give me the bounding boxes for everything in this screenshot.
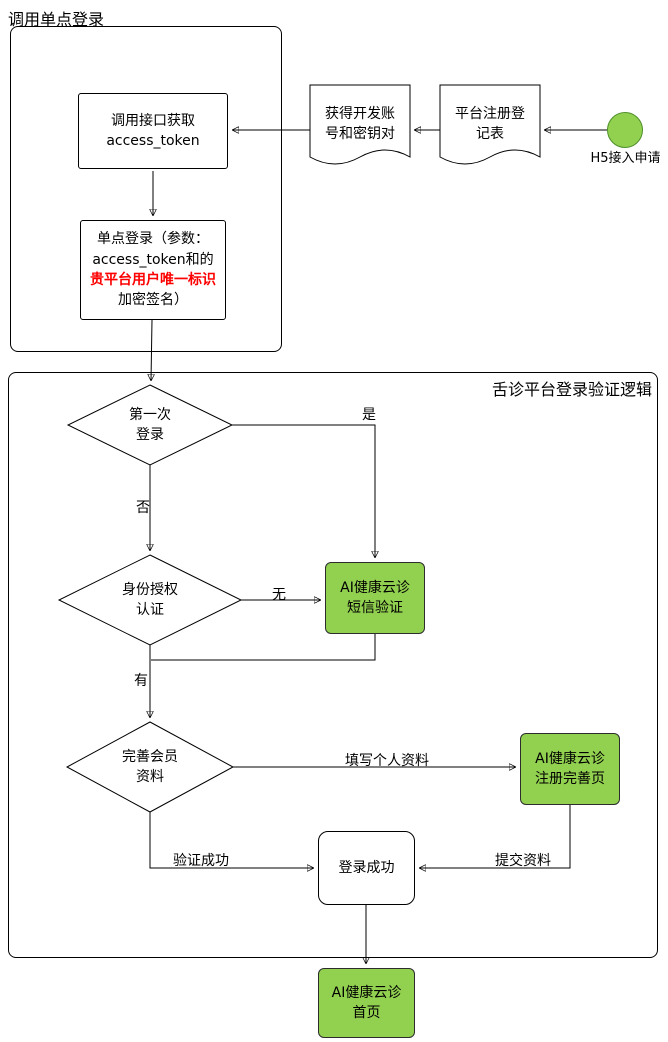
edge-firstlogin-yes <box>232 424 375 558</box>
auth-check-label: 身份授权 认证 <box>122 581 178 618</box>
edge-label-fill-profile: 填写个人资料 <box>345 753 429 769</box>
group-platform-container <box>8 372 658 958</box>
edge-label-none: 无 <box>272 587 286 603</box>
edge-label-yes: 是 <box>362 407 376 423</box>
edge-label-verify-success: 验证成功 <box>173 853 229 869</box>
edge-register-submit <box>419 805 571 868</box>
edge-profile-verified <box>149 812 314 868</box>
sso-login-text-highlight: 贵平台用户唯一标识 <box>90 272 216 288</box>
sso-login-text: 单点登录（参数：access_token和的贵平台用户唯一标识加密签名） <box>81 225 225 314</box>
sms-verify-box: AI健康云诊 短信验证 <box>325 562 425 634</box>
h5-start-label: H5接入申请 <box>590 150 661 166</box>
first-login-label: 第一次 登录 <box>129 406 171 443</box>
group-sso-container <box>10 26 282 352</box>
sso-login-text-part2: 加密签名） <box>118 292 188 309</box>
edge-label-have: 有 <box>134 673 148 689</box>
edge-sso-to-firstlogin <box>151 319 152 381</box>
register-page-box: AI健康云诊 注册完善页 <box>520 733 620 805</box>
complete-profile-label: 完善会员 资料 <box>122 748 178 785</box>
edge-label-no: 否 <box>136 500 150 516</box>
h5-start-circle <box>607 112 643 148</box>
group-sso-title: 调用单点登录 <box>8 10 105 29</box>
login-success-box: 登录成功 <box>318 831 415 905</box>
edge-label-submit-profile: 提交资料 <box>495 853 551 869</box>
edge-sms-join <box>151 634 376 661</box>
sso-login-box: 单点登录（参数：access_token和的贵平台用户唯一标识加密签名） <box>80 220 226 320</box>
dev-account-label: 获得开发账 号和密钥对 <box>325 105 395 142</box>
sso-login-text-part1: 单点登录（参数：access_token和的 <box>92 231 214 268</box>
register-form-label: 平台注册登 记表 <box>455 105 525 142</box>
get-token-box: 调用接口获取 access_token <box>78 93 228 169</box>
group-platform-title: 舌诊平台登录验证逻辑 <box>491 380 652 399</box>
dev-account-document-shape <box>309 84 411 165</box>
home-page-box: AI健康云诊 首页 <box>318 968 415 1038</box>
register-form-document-shape <box>439 84 541 165</box>
